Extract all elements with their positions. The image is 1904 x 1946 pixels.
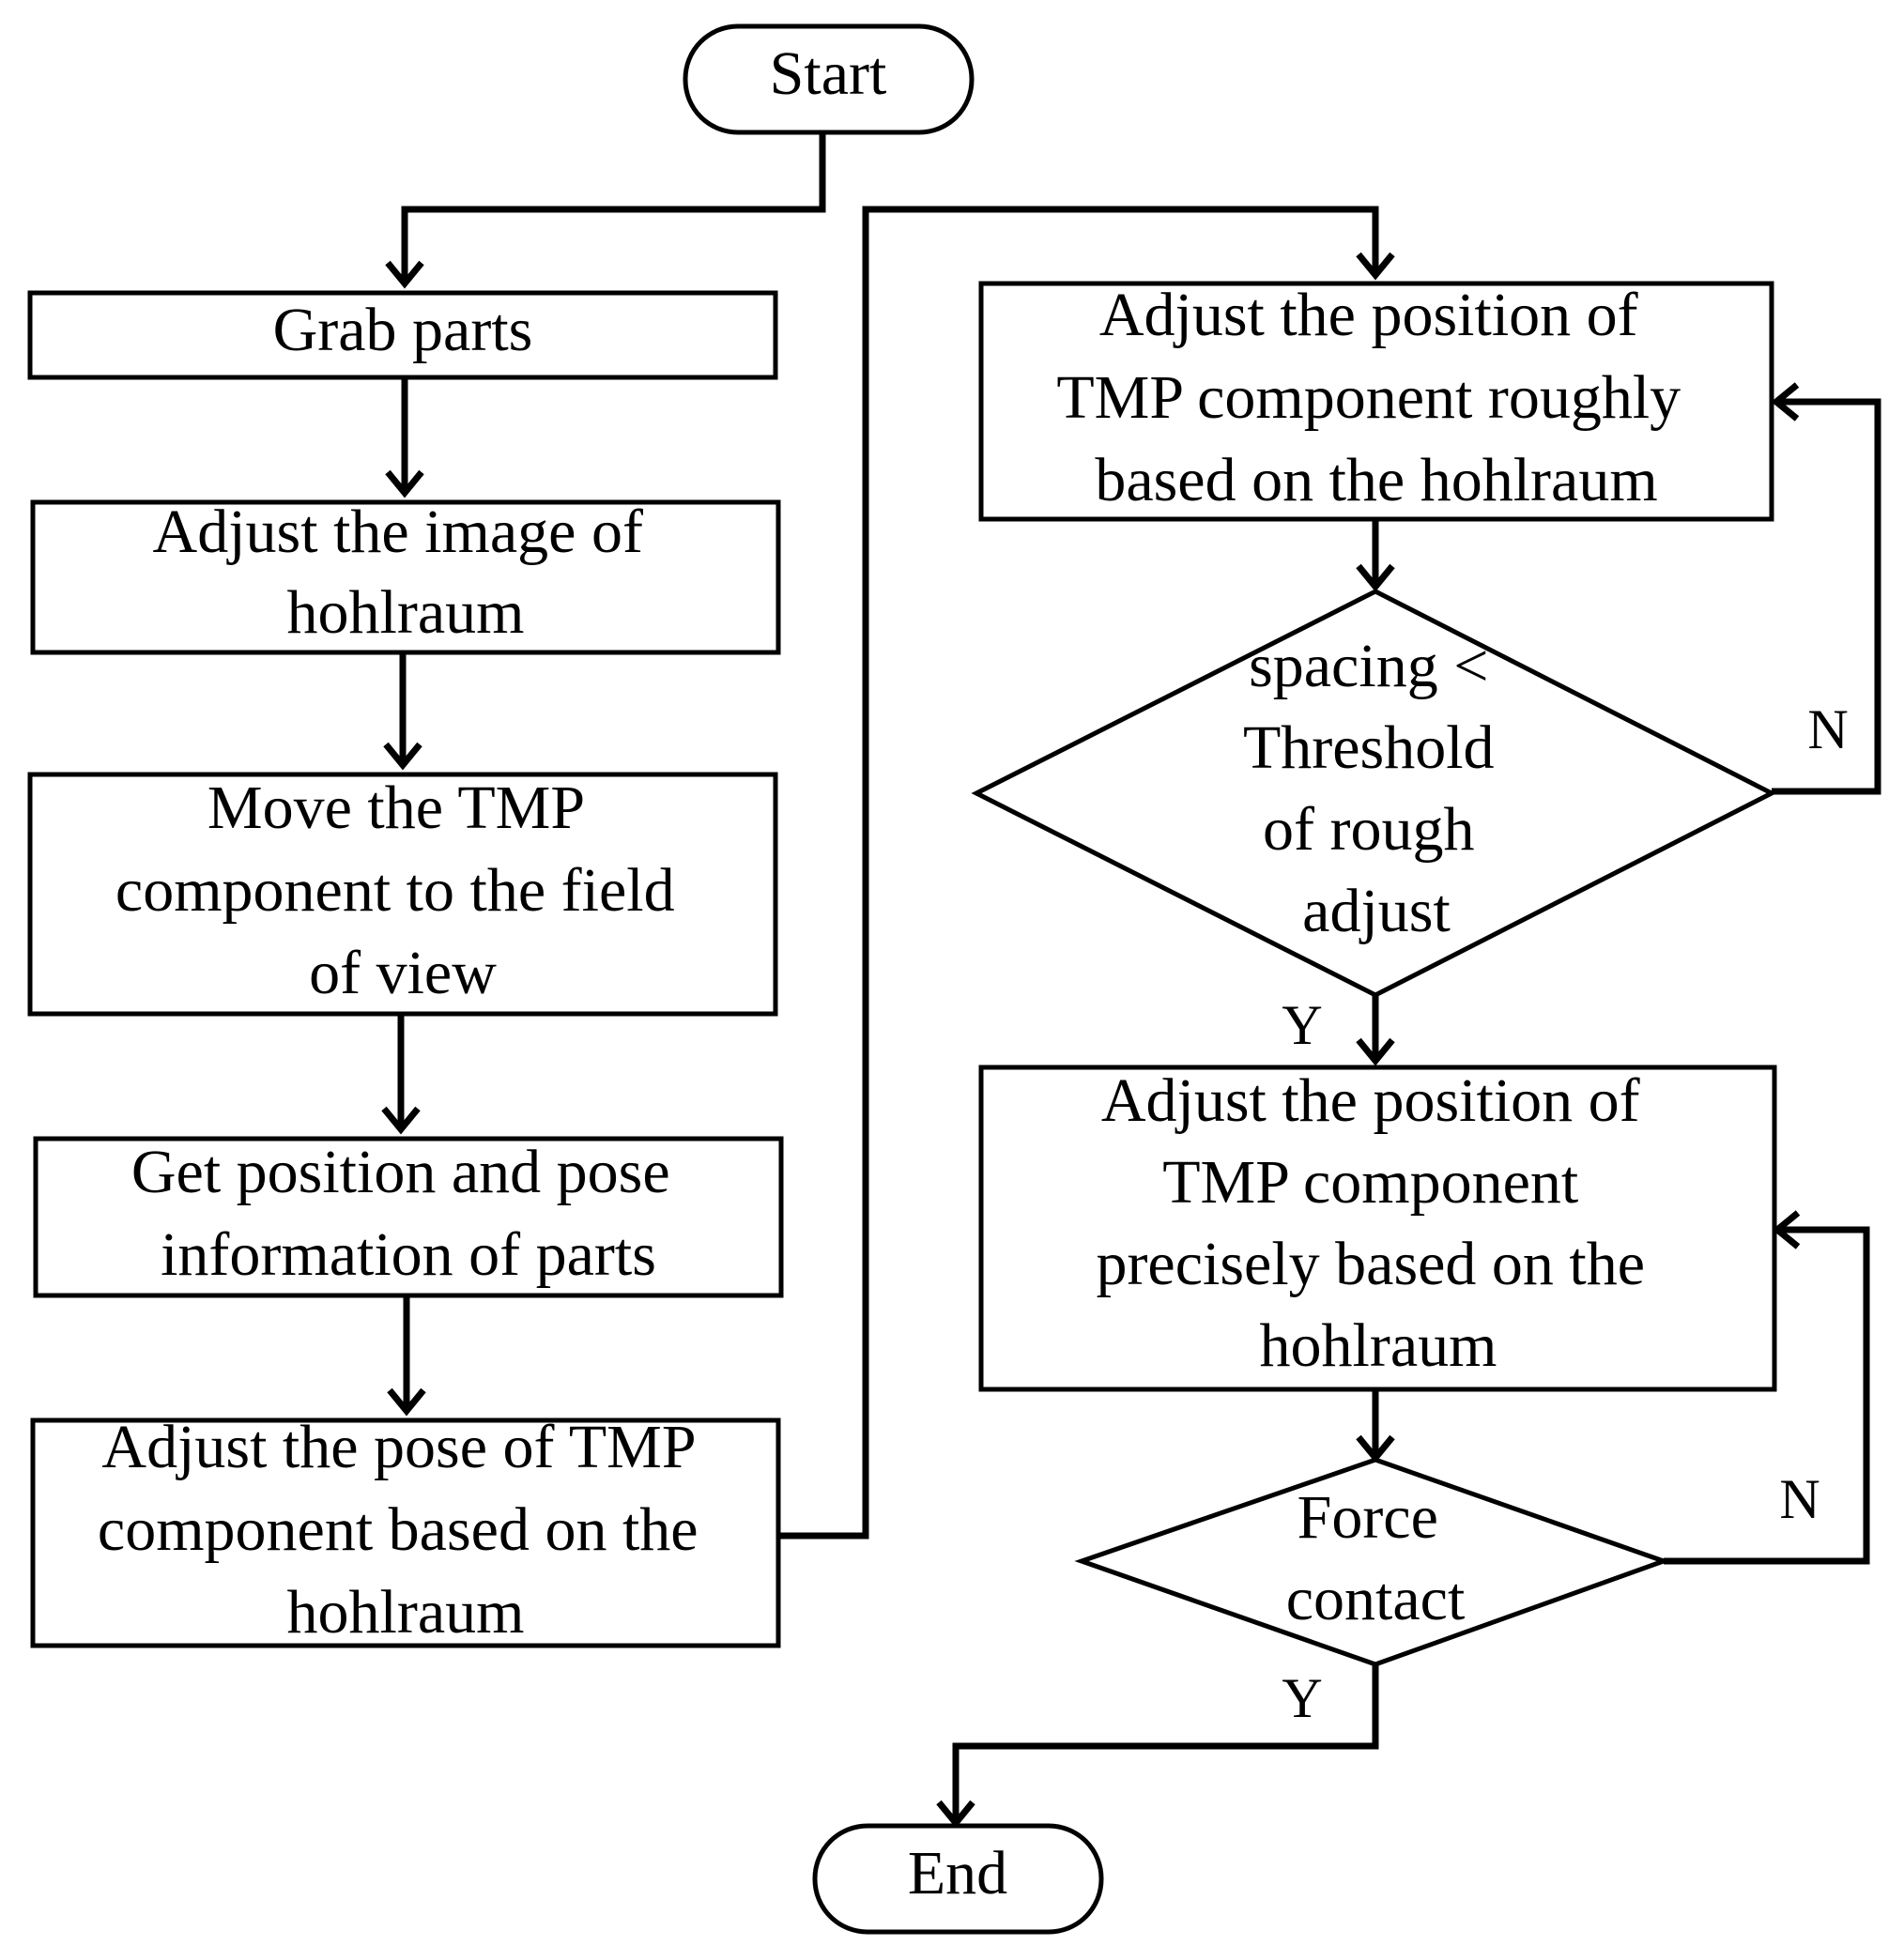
- end-label: End: [908, 1839, 1007, 1908]
- force-decision-line-1: Force: [1297, 1483, 1438, 1552]
- move-tmp-line-3: of view: [309, 939, 497, 1007]
- move-tmp-text: Move the TMP component to the field of v…: [115, 774, 690, 1007]
- get-pose-node: Get position and pose information of par…: [33, 1136, 784, 1298]
- precise-adjust-line-4: hohlraum: [1260, 1311, 1497, 1380]
- arrowhead-spacing-no-loop: [1771, 382, 1800, 421]
- rough-adjust-text: Adjust the position of TMP component rou…: [1056, 281, 1696, 514]
- connector-force-yes-to-end: [952, 1664, 1379, 1823]
- grab-parts-label: Grab parts: [273, 296, 533, 364]
- adjust-pose-text: Adjust the pose of TMP component based o…: [98, 1413, 714, 1647]
- adjust-image-text: Adjust the image of hohlraum: [153, 498, 659, 647]
- precise-adjust-line-1: Adjust the position of: [1101, 1066, 1640, 1135]
- precise-adjust-line-2: TMP component: [1162, 1148, 1578, 1217]
- arrowhead-end: [936, 1800, 975, 1829]
- arrowhead-rough-adjust: [1356, 252, 1395, 281]
- force-decision-line-2: contact: [1286, 1565, 1466, 1633]
- precise-adjust-node: Adjust the position of TMP component pre…: [978, 1065, 1777, 1392]
- adjust-image-line-2: hohlraum: [287, 578, 525, 647]
- arrowhead-grab-parts: [385, 260, 424, 289]
- force-yes-label: Y: [1282, 1667, 1322, 1729]
- precise-adjust-text: Adjust the position of TMP component pre…: [1096, 1066, 1660, 1380]
- adjust-image-line-1: Adjust the image of: [153, 498, 643, 566]
- rough-adjust-line-1: Adjust the position of: [1099, 281, 1638, 349]
- precise-adjust-line-3: precisely based on the: [1096, 1230, 1645, 1298]
- spacing-no-label: N: [1807, 698, 1848, 760]
- spacing-decision-line-1: spacing <: [1249, 632, 1488, 700]
- connector-spacing-no-loop: [1772, 398, 1881, 795]
- move-tmp-node: Move the TMP component to the field of v…: [27, 772, 778, 1017]
- grab-parts-node: Grab parts: [27, 290, 778, 380]
- force-no-label: N: [1779, 1468, 1820, 1530]
- connectors: [381, 133, 1881, 1829]
- adjust-image-node: Adjust the image of hohlraum: [30, 498, 781, 655]
- start-node: Start: [683, 23, 975, 135]
- arrowhead-adjust-pose: [387, 1387, 426, 1417]
- rough-adjust-line-3: based on the hohlraum: [1095, 446, 1657, 514]
- start-label: Start: [770, 39, 887, 108]
- move-tmp-line-2: component to the field: [115, 856, 675, 925]
- spacing-decision-line-4: adjust: [1302, 877, 1451, 945]
- adjust-pose-node: Adjust the pose of TMP component based o…: [30, 1413, 781, 1648]
- arrowhead-precise-adjust: [1356, 1037, 1395, 1066]
- spacing-decision-line-3: of rough: [1263, 795, 1474, 864]
- end-node: End: [812, 1823, 1104, 1935]
- spacing-decision-node: spacing < Threshold of rough adjust: [971, 589, 1777, 998]
- move-tmp-line-1: Move the TMP: [207, 774, 583, 842]
- get-pose-line-2: information of parts: [161, 1220, 656, 1289]
- get-pose-text: Get position and pose information of par…: [131, 1138, 685, 1289]
- connector-start-to-grab: [401, 133, 826, 283]
- adjust-pose-line-1: Adjust the pose of TMP: [101, 1413, 694, 1481]
- get-pose-line-1: Get position and pose: [131, 1138, 670, 1206]
- arrowhead-spacing-decision: [1356, 563, 1395, 592]
- force-decision-node: Force contact: [1074, 1457, 1671, 1667]
- rough-adjust-node: Adjust the position of TMP component rou…: [978, 281, 1774, 522]
- force-decision-text: Force contact: [1286, 1483, 1466, 1633]
- spacing-decision-text: spacing < Threshold of rough adjust: [1243, 632, 1510, 945]
- adjust-pose-line-3: hohlraum: [287, 1578, 525, 1647]
- arrowhead-move-tmp: [383, 742, 422, 771]
- connector-force-no-loop: [1664, 1226, 1870, 1565]
- connector-adjust-pose-to-rough: [775, 206, 1379, 1540]
- rough-adjust-line-2: TMP component roughly: [1056, 363, 1681, 432]
- spacing-decision-line-2: Threshold: [1243, 713, 1495, 782]
- adjust-pose-line-2: component based on the: [98, 1495, 699, 1564]
- arrowhead-force-no-loop: [1772, 1210, 1801, 1249]
- arrowhead-get-pose: [381, 1106, 421, 1135]
- arrowhead-adjust-image: [385, 469, 424, 498]
- spacing-yes-label: Y: [1282, 994, 1322, 1056]
